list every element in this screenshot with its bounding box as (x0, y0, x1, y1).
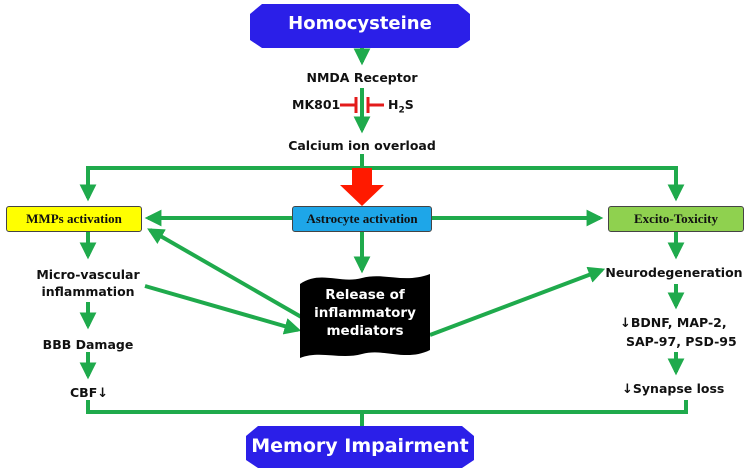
arrow-release-mmp (147, 228, 311, 324)
mmps-activation-box: MMPs activation (6, 206, 142, 232)
big-red-arrow (340, 168, 384, 206)
branch-line (86, 166, 678, 192)
release-shape (300, 274, 430, 358)
release-mediators-label: Release of inflammatory mediators (300, 286, 430, 340)
synapse-text: Synapse loss (632, 381, 725, 396)
markers-label: ↓BDNF, MAP-2, SAP-97, PSD-95 (620, 314, 737, 351)
synapse-loss-label: ↓Synapse loss (622, 381, 724, 397)
h2s-sub: 2 (398, 105, 405, 116)
arrow-micro-release (144, 284, 302, 335)
h2s-label: H2S (388, 97, 414, 116)
markers-line1-text: BDNF, MAP-2, (630, 315, 727, 330)
cbf-text: CBF (70, 385, 98, 400)
bbb-damage-label: BBB Damage (42, 337, 134, 352)
astrocyte-activation-box: Astrocyte activation (292, 206, 432, 232)
release-line3: mediators (326, 323, 404, 339)
release-line2: inflammatory (314, 305, 416, 321)
release-line1: Release of (325, 287, 405, 303)
nmda-receptor-label: NMDA Receptor (306, 70, 418, 85)
bottom-bracket (86, 400, 688, 414)
neurodegeneration-label: Neurodegeneration (605, 265, 743, 280)
calcium-overload-label: Calcium ion overload (288, 138, 436, 153)
markers-line2: SAP-97, PSD-95 (626, 334, 737, 349)
memory-impairment-banner: Memory Impairment (251, 435, 469, 457)
micro-vascular-label: Micro-vascular inflammation (20, 266, 156, 300)
down-arrow-icon: ↓ (622, 382, 633, 397)
homocysteine-banner: Homocysteine (288, 13, 432, 34)
markers-line1: ↓BDNF, MAP-2, (620, 314, 737, 333)
down-arrow-icon: ↓ (97, 386, 109, 401)
cbf-label: CBF↓ (70, 385, 108, 401)
mk801-label: MK801 (292, 97, 341, 112)
micro-line2: inflammation (41, 284, 135, 299)
h2s-s: S (404, 97, 414, 112)
h2s-h: H (388, 97, 399, 112)
homocysteine-banner-shape (250, 4, 470, 48)
micro-line1: Micro-vascular (36, 267, 140, 282)
arrow-release-neuro (429, 266, 606, 337)
down-arrow-icon: ↓ (620, 316, 631, 331)
excito-toxicity-box: Excito-Toxicity (608, 206, 744, 232)
memory-banner-shape (246, 426, 474, 468)
